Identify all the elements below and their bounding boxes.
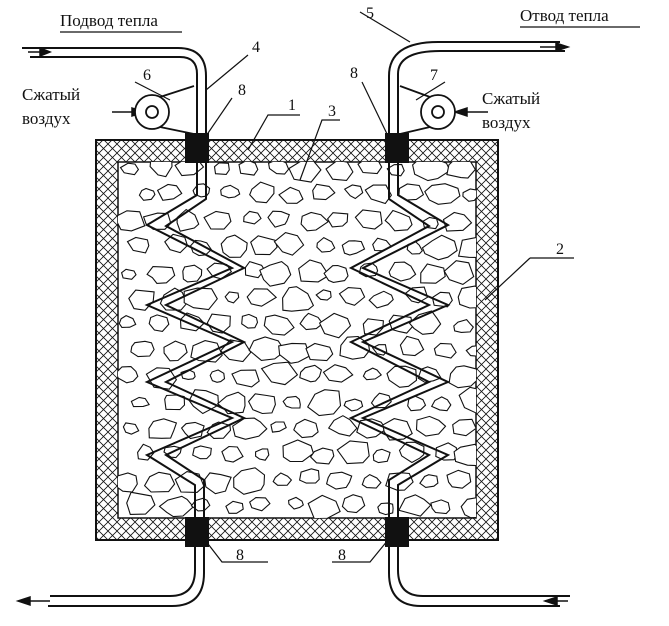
heat-in-label: Подвод тепла [60, 11, 158, 30]
stone [328, 213, 348, 227]
stone [122, 269, 136, 279]
air-right-label-line2: воздух [482, 113, 531, 132]
callout-8-top-right: 8 [350, 65, 358, 82]
callout-8-bottom-right: 8 [338, 547, 346, 564]
air-left-label-line1: Сжатый [22, 85, 80, 104]
callout-8-bottom-left: 8 [236, 547, 244, 564]
seal-top-left [185, 133, 209, 163]
arrow-heat-in-head [40, 48, 50, 56]
arrow-bottom-right-head [545, 597, 557, 605]
air-nozzle-left [135, 86, 194, 134]
stone [131, 341, 154, 356]
seal-bottom-left [185, 517, 209, 547]
callout-8-top-left: 8 [238, 82, 246, 99]
air-right-label-line1: Сжатый [482, 89, 540, 108]
callout-3: 3 [328, 103, 336, 120]
arrow-heat-out-head [556, 43, 568, 51]
heat-out-label: Отвод тепла [520, 6, 609, 25]
callout-6: 6 [143, 67, 151, 84]
seal-bottom-right [385, 517, 409, 547]
stone [215, 163, 230, 175]
stone [193, 446, 212, 459]
stone [210, 370, 224, 382]
callout-5: 5 [366, 5, 374, 22]
callout-1: 1 [288, 97, 296, 114]
callout-4: 4 [252, 39, 260, 56]
callout-2: 2 [556, 241, 564, 258]
stone [149, 419, 177, 439]
callout-7: 7 [430, 67, 438, 84]
arrow-bottom-left-head [18, 597, 30, 605]
stone [373, 449, 390, 462]
stone [378, 503, 393, 514]
seal-top-right [385, 133, 409, 163]
air-left-label-line2: воздух [22, 109, 71, 128]
stone [283, 397, 300, 409]
arrow-air-right-head [455, 108, 467, 116]
stone [183, 265, 202, 282]
